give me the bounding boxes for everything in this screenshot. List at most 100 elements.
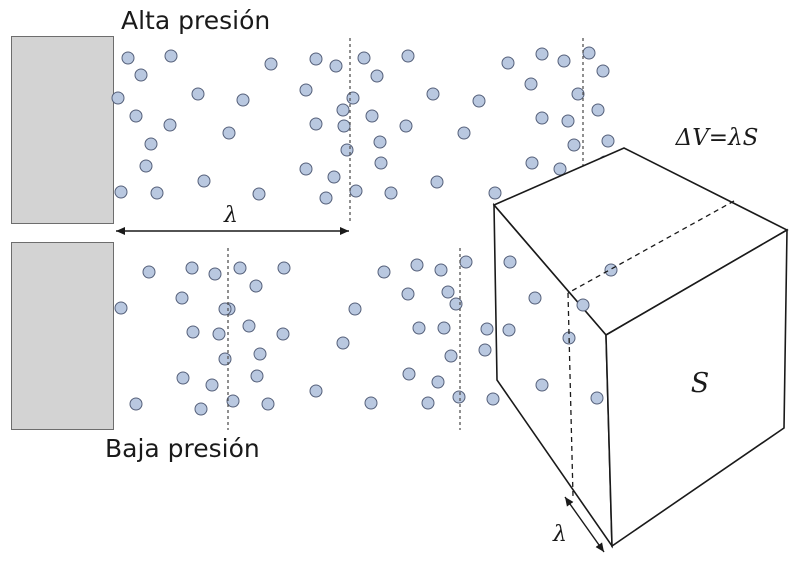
gas-particle xyxy=(142,265,156,279)
gas-particle xyxy=(329,59,343,73)
box-front-face xyxy=(605,228,788,548)
gas-particle xyxy=(601,134,615,148)
gas-particle xyxy=(129,109,143,123)
gas-particle xyxy=(139,159,153,173)
gas-particle xyxy=(402,367,416,381)
gas-particle xyxy=(327,170,341,184)
gas-particle xyxy=(528,291,542,305)
gas-particle xyxy=(535,47,549,61)
gas-particle xyxy=(590,391,604,405)
gas-particle xyxy=(501,56,515,70)
gas-particle xyxy=(176,371,190,385)
gas-particle xyxy=(299,83,313,97)
gas-particle xyxy=(596,64,610,78)
gas-particle xyxy=(186,325,200,339)
gas-particle xyxy=(472,94,486,108)
gas-particle xyxy=(525,156,539,170)
area-label: S xyxy=(691,368,710,399)
piston-low-pressure xyxy=(11,242,114,430)
gas-particle xyxy=(374,156,388,170)
gas-particle xyxy=(114,301,128,315)
gas-particle xyxy=(478,343,492,357)
gas-particle xyxy=(111,91,125,105)
gas-particle xyxy=(486,392,500,406)
gas-particle xyxy=(309,384,323,398)
gas-particle xyxy=(401,49,415,63)
gas-particle xyxy=(449,297,463,311)
gas-particle xyxy=(226,394,240,408)
gas-particle xyxy=(459,255,473,269)
gas-particle xyxy=(194,402,208,416)
gas-particle xyxy=(430,175,444,189)
gas-particle xyxy=(444,349,458,363)
gas-particle xyxy=(410,258,424,272)
gas-particle xyxy=(384,186,398,200)
gas-particle xyxy=(524,77,538,91)
gas-particle xyxy=(336,103,350,117)
gas-particle xyxy=(236,93,250,107)
gas-particle xyxy=(502,323,516,337)
gas-particle xyxy=(212,327,226,341)
piston-high-pressure xyxy=(11,36,114,224)
wavelength-label-top: λ xyxy=(223,203,238,228)
gas-particle xyxy=(150,186,164,200)
gas-particle xyxy=(357,51,371,65)
gas-particle xyxy=(121,51,135,65)
gas-particle xyxy=(233,261,247,275)
gas-particle xyxy=(576,298,590,312)
gas-particle xyxy=(253,347,267,361)
gas-particle xyxy=(426,87,440,101)
gas-particle xyxy=(348,302,362,316)
gas-particle xyxy=(365,109,379,123)
gas-particle xyxy=(349,184,363,198)
gas-particle xyxy=(571,87,585,101)
gas-particle xyxy=(582,46,596,60)
gas-particle xyxy=(319,191,333,205)
gas-particle xyxy=(412,321,426,335)
gas-particle xyxy=(553,162,567,176)
gas-particle xyxy=(114,185,128,199)
gas-particle xyxy=(250,369,264,383)
gas-particle xyxy=(242,319,256,333)
gas-particle xyxy=(218,352,232,366)
gas-particle xyxy=(134,68,148,82)
box-particles-group xyxy=(502,255,618,405)
low-pressure-label: Baja presión xyxy=(105,434,260,463)
hidden-edge xyxy=(567,200,735,294)
gas-particle xyxy=(377,265,391,279)
gas-particle xyxy=(557,54,571,68)
gas-particle xyxy=(399,119,413,133)
gas-particle xyxy=(431,375,445,389)
gas-particle xyxy=(208,267,222,281)
gas-particle xyxy=(480,322,494,336)
gas-particle xyxy=(129,397,143,411)
gas-particle xyxy=(264,57,278,71)
gas-particle xyxy=(340,143,354,157)
gas-particle xyxy=(370,69,384,83)
gas-particle xyxy=(336,336,350,350)
gas-particle xyxy=(252,187,266,201)
gas-particle xyxy=(488,186,502,200)
gas-particle xyxy=(441,285,455,299)
gas-particle xyxy=(261,397,275,411)
gas-particle xyxy=(346,91,360,105)
gas-particle xyxy=(535,378,549,392)
gas-particle xyxy=(309,117,323,131)
volume-box xyxy=(492,147,789,549)
gas-particle xyxy=(452,390,466,404)
gas-particle xyxy=(337,119,351,133)
gas-particle xyxy=(421,396,435,410)
volume-formula-label: ΔV=λS xyxy=(675,125,759,151)
gas-particle xyxy=(197,174,211,188)
gas-particle xyxy=(437,321,451,335)
gas-particle xyxy=(373,135,387,149)
gas-particle xyxy=(277,261,291,275)
gas-particle xyxy=(175,291,189,305)
gas-particle xyxy=(503,255,517,269)
gas-particle xyxy=(144,137,158,151)
gas-particle xyxy=(535,111,549,125)
gas-particle xyxy=(567,138,581,152)
box-wavelength-arrow xyxy=(564,496,605,553)
